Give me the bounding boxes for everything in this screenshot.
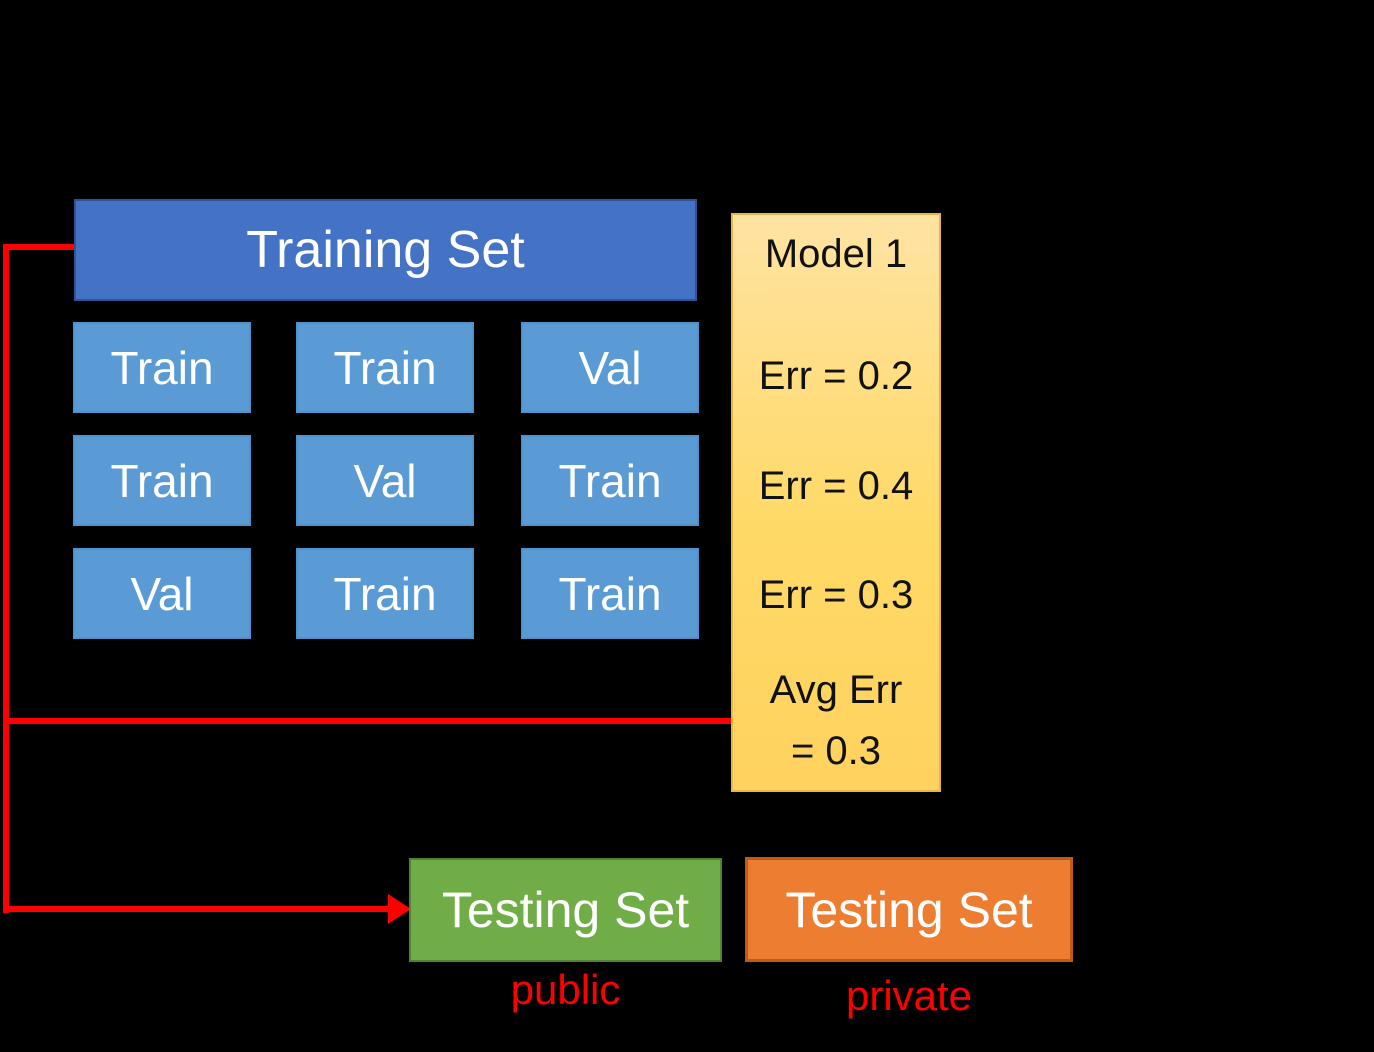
fold-cell-row2-col2: Val	[296, 435, 474, 526]
fold-cell-label: Val	[578, 341, 642, 394]
testing-set-private-box: Testing Set	[745, 857, 1073, 962]
error-line-2: Err = 0.4	[758, 463, 914, 508]
red-arrowhead-icon	[388, 894, 411, 924]
red-connector-vertical-line	[3, 244, 9, 913]
error-line-3: Err = 0.3	[758, 572, 914, 617]
fold-cell-row1-col1: Train	[73, 322, 251, 413]
error-line-1: Err = 0.2	[758, 353, 914, 398]
fold-cell-label: Val	[130, 567, 194, 620]
fold-cell-row2-col3: Train	[521, 435, 699, 526]
testing-set-public-label: Testing Set	[441, 882, 690, 938]
red-connector-to-training-set	[3, 244, 75, 250]
fold-cell-label: Train	[558, 454, 662, 507]
fold-cell-row2-col1: Train	[73, 435, 251, 526]
fold-cell-row3-col1: Val	[73, 548, 251, 639]
fold-cell-label: Train	[333, 341, 437, 394]
testing-set-public-box: Testing Set	[409, 858, 722, 962]
avg-error-line-1: Avg Err	[769, 667, 903, 712]
private-label: private	[845, 972, 973, 1019]
fold-cell-label: Train	[558, 567, 662, 620]
fold-cell-row3-col2: Train	[296, 548, 474, 639]
model-error-panel: Model 1 Err = 0.2 Err = 0.4 Err = 0.3 Av…	[731, 213, 941, 792]
red-connector-to-testing-set	[3, 906, 391, 912]
fold-cell-label: Train	[110, 454, 214, 507]
avg-error-line-2: = 0.3	[790, 728, 882, 773]
fold-cell-label: Train	[110, 341, 214, 394]
fold-cell-row3-col3: Train	[521, 548, 699, 639]
red-connector-to-model-panel	[3, 718, 732, 724]
testing-set-private-label: Testing Set	[785, 881, 1033, 938]
fold-cell-label: Train	[333, 567, 437, 620]
fold-cell-row1-col2: Train	[296, 322, 474, 413]
training-set-label: Training Set	[246, 221, 525, 279]
fold-cell-label: Val	[353, 454, 417, 507]
public-label: public	[510, 966, 621, 1013]
fold-cell-row1-col3: Val	[521, 322, 699, 413]
model-title: Model 1	[764, 231, 908, 276]
training-set-box: Training Set	[74, 199, 697, 301]
